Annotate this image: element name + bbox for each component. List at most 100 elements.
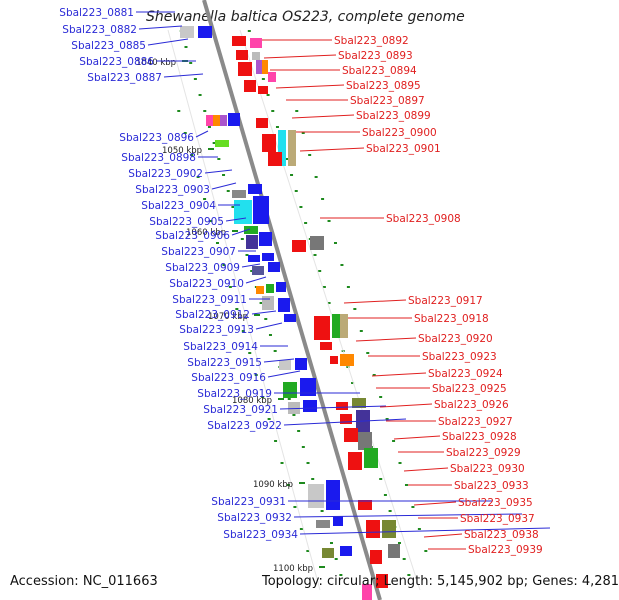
gene-label-right: Sbal223_0917 [408,295,483,307]
leader-line [138,25,183,30]
track-dot [268,334,272,336]
track-dot [346,286,350,288]
track-dot [308,154,312,156]
track-dot [318,270,322,272]
gene-label-right: Sbal223_0893 [338,50,413,62]
track-dot [407,574,411,576]
gene-glyph [268,152,282,166]
gene-label-right: Sbal223_0935 [458,497,533,509]
leader-line [147,38,189,46]
gene-glyph [344,428,358,442]
track-dot [392,440,396,442]
leader-line [241,263,261,268]
gene-label-left: Sbal223_0902 [128,168,203,180]
track-dot [203,198,207,200]
gene-label-left: Sbal223_0922 [207,420,282,432]
leader-line [423,533,463,538]
track-dot [299,528,303,530]
track-dot [266,94,270,96]
track-dot [320,510,324,512]
track-dot [189,62,193,64]
genome-map-view: Shewanella baltica OS223, complete genom… [10,0,619,600]
gene-label-right: Sbal223_0933 [454,480,529,492]
gene-glyph [322,548,334,558]
track-dot [267,418,271,420]
gene-label-left: Sbal223_0886 [79,56,154,68]
gene-glyph [262,296,274,310]
gene-glyph [314,316,330,340]
gene-glyph [244,226,258,234]
gene-label-left: Sbal223_0882 [62,24,137,36]
gene-glyph [252,52,260,60]
track-dot [240,238,244,240]
gene-label-right: Sbal223_0937 [460,513,535,525]
track-dot [306,462,310,464]
tick-mark [299,482,305,484]
gene-glyph [366,520,380,538]
gene-glyph [362,584,372,600]
track-dot [297,430,301,432]
track-dot [222,174,226,176]
track-dot [259,302,263,304]
gene-glyph [213,115,220,126]
track-dot [333,242,337,244]
track-dot [301,132,305,134]
gene-label-left: Sbal223_0934 [223,529,298,541]
track-dot [184,46,188,48]
track-dot [228,286,232,288]
gene-glyph [388,544,400,558]
gene-glyph [310,236,324,250]
gene-glyph [308,484,324,508]
gene-glyph [295,358,307,370]
gene-label-left: Sbal223_0911 [172,294,247,306]
track-dot [290,174,294,176]
track-dot [198,94,202,96]
track-boundary-left [167,29,321,591]
gene-glyph [348,452,362,470]
leader-line [231,228,251,236]
gene-glyph [244,80,256,92]
track-dot [203,110,207,112]
track-dot [287,398,291,400]
gene-glyph [250,38,262,48]
gene-label-right: Sbal223_0901 [366,143,441,155]
leader-line [225,217,247,222]
gene-glyph [236,50,248,60]
leader-line [245,276,267,284]
gene-label-right: Sbal223_0938 [464,529,539,541]
track-dot [322,286,326,288]
gene-label-right: Sbal223_0897 [350,95,425,107]
accession-label: Accession: NC_011663 [10,574,158,589]
track-dot [424,550,428,552]
gene-glyph [220,115,227,126]
gene-label-right: Sbal223_0920 [418,333,493,345]
track-dot [321,198,325,200]
gene-glyph [336,402,348,410]
track-dot [231,206,235,208]
leader-line [263,358,295,363]
track-dot [245,254,249,256]
track-dot [304,222,308,224]
track-dot [402,558,406,560]
gene-label-left: Sbal223_0915 [187,357,262,369]
track-dot [217,158,221,160]
gene-glyph [268,72,276,82]
track-dot [241,330,245,332]
track-dot [286,484,290,486]
gene-glyph [288,402,300,414]
leader-line [393,435,441,440]
track-dot [327,302,331,304]
track-dot [301,446,305,448]
track-dot [385,418,389,420]
gene-glyph [279,360,291,370]
gene-label-left: Sbal223_0931 [211,496,286,508]
gene-label-right: Sbal223_0927 [438,416,513,428]
leader-line [403,467,449,472]
topology-label: Topology: circular; Length: 5,145,902 bp… [262,574,619,589]
tick-label: 1100 kbp [273,564,313,574]
gene-glyph [333,516,343,526]
track-dot [340,264,344,266]
gene-glyph [340,314,348,338]
leader-line [251,310,277,315]
track-dot [339,574,343,576]
